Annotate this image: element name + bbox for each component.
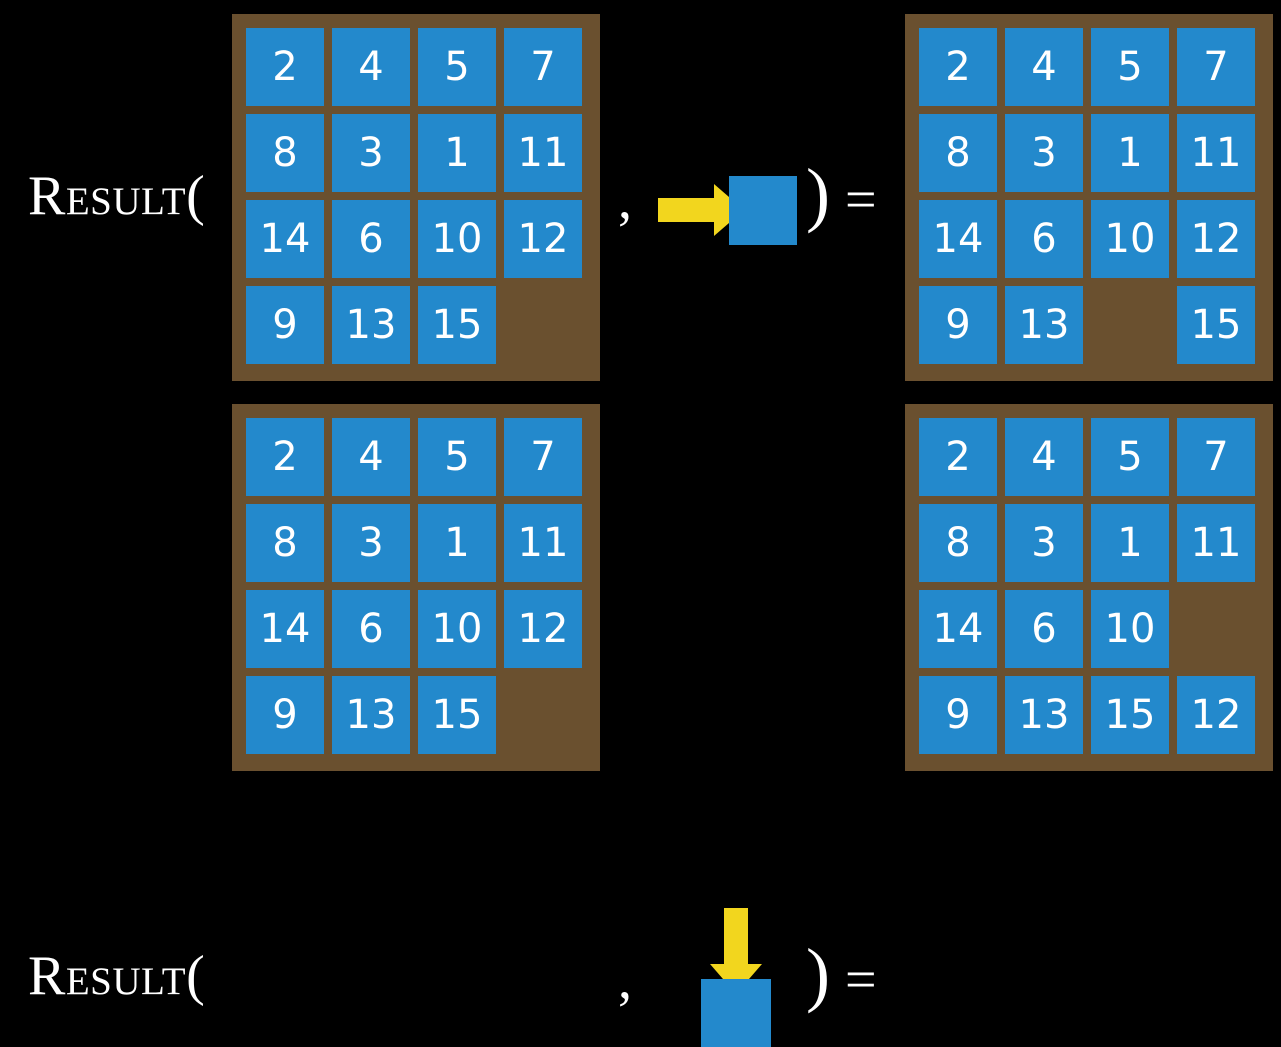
number-tile[interactable]: 5 (418, 28, 496, 106)
number-tile[interactable]: 7 (1177, 418, 1255, 496)
empty-cell (1177, 590, 1255, 668)
number-tile[interactable]: 2 (246, 28, 324, 106)
number-tile[interactable]: 9 (919, 286, 997, 364)
number-tile[interactable]: 13 (332, 286, 410, 364)
empty-cell (504, 286, 582, 364)
number-tile[interactable]: 8 (246, 504, 324, 582)
number-tile[interactable]: 4 (332, 28, 410, 106)
number-tile[interactable]: 12 (1177, 676, 1255, 754)
number-tile[interactable]: 8 (919, 114, 997, 192)
number-tile[interactable]: 15 (418, 286, 496, 364)
number-tile[interactable]: 4 (332, 418, 410, 496)
number-tile[interactable]: 12 (1177, 200, 1255, 278)
number-tile[interactable]: 10 (1091, 200, 1169, 278)
number-tile[interactable]: 4 (1005, 418, 1083, 496)
number-tile[interactable]: 3 (332, 114, 410, 192)
empty-cell (1091, 286, 1169, 364)
number-tile[interactable]: 11 (1177, 114, 1255, 192)
number-tile[interactable]: 10 (1091, 590, 1169, 668)
number-tile[interactable]: 2 (919, 418, 997, 496)
argument-separator-comma: , (618, 949, 632, 1011)
number-tile[interactable]: 7 (1177, 28, 1255, 106)
number-tile[interactable]: 14 (246, 590, 324, 668)
number-tile[interactable]: 5 (1091, 28, 1169, 106)
number-tile[interactable]: 3 (1005, 504, 1083, 582)
empty-cell (504, 676, 582, 754)
number-tile[interactable]: 6 (1005, 590, 1083, 668)
number-tile[interactable]: 6 (1005, 200, 1083, 278)
result-function-label: Result( (28, 165, 206, 227)
number-tile[interactable]: 14 (246, 200, 324, 278)
number-tile[interactable]: 9 (246, 286, 324, 364)
number-tile[interactable]: 9 (246, 676, 324, 754)
number-tile[interactable]: 1 (1091, 504, 1169, 582)
number-tile[interactable]: 9 (919, 676, 997, 754)
equals-sign: = (845, 169, 877, 231)
number-tile[interactable]: 2 (919, 28, 997, 106)
number-tile[interactable]: 13 (332, 676, 410, 754)
number-tile[interactable]: 14 (919, 200, 997, 278)
arrow-down-icon (724, 908, 748, 972)
number-tile[interactable]: 5 (1091, 418, 1169, 496)
closing-parenthesis: ) (806, 154, 830, 234)
number-tile[interactable]: 1 (1091, 114, 1169, 192)
number-tile[interactable]: 14 (919, 590, 997, 668)
number-tile[interactable]: 7 (504, 28, 582, 106)
number-tile[interactable]: 12 (504, 590, 582, 668)
number-tile[interactable]: 8 (246, 114, 324, 192)
number-tile[interactable]: 12 (504, 200, 582, 278)
number-tile[interactable]: 1 (418, 114, 496, 192)
number-tile[interactable]: 1 (418, 504, 496, 582)
number-tile[interactable]: 10 (418, 590, 496, 668)
number-tile[interactable]: 7 (504, 418, 582, 496)
action-blank-tile (701, 979, 771, 1047)
number-tile[interactable]: 13 (1005, 286, 1083, 364)
number-tile[interactable]: 11 (1177, 504, 1255, 582)
number-tile[interactable]: 2 (246, 418, 324, 496)
number-tile[interactable]: 15 (418, 676, 496, 754)
number-tile[interactable]: 5 (418, 418, 496, 496)
number-tile[interactable]: 4 (1005, 28, 1083, 106)
number-tile[interactable]: 15 (1177, 286, 1255, 364)
number-tile[interactable]: 13 (1005, 676, 1083, 754)
action-blank-tile (729, 176, 797, 245)
number-tile[interactable]: 10 (418, 200, 496, 278)
arrow-right-icon (658, 198, 720, 222)
number-tile[interactable]: 6 (332, 590, 410, 668)
number-tile[interactable]: 3 (332, 504, 410, 582)
number-tile[interactable]: 6 (332, 200, 410, 278)
number-tile[interactable]: 11 (504, 114, 582, 192)
result-function-label: Result( (28, 945, 206, 1007)
argument-separator-comma: , (618, 169, 632, 231)
number-tile[interactable]: 8 (919, 504, 997, 582)
number-tile[interactable]: 15 (1091, 676, 1169, 754)
closing-parenthesis: ) (806, 934, 830, 1014)
equals-sign: = (845, 949, 877, 1011)
number-tile[interactable]: 11 (504, 504, 582, 582)
number-tile[interactable]: 3 (1005, 114, 1083, 192)
